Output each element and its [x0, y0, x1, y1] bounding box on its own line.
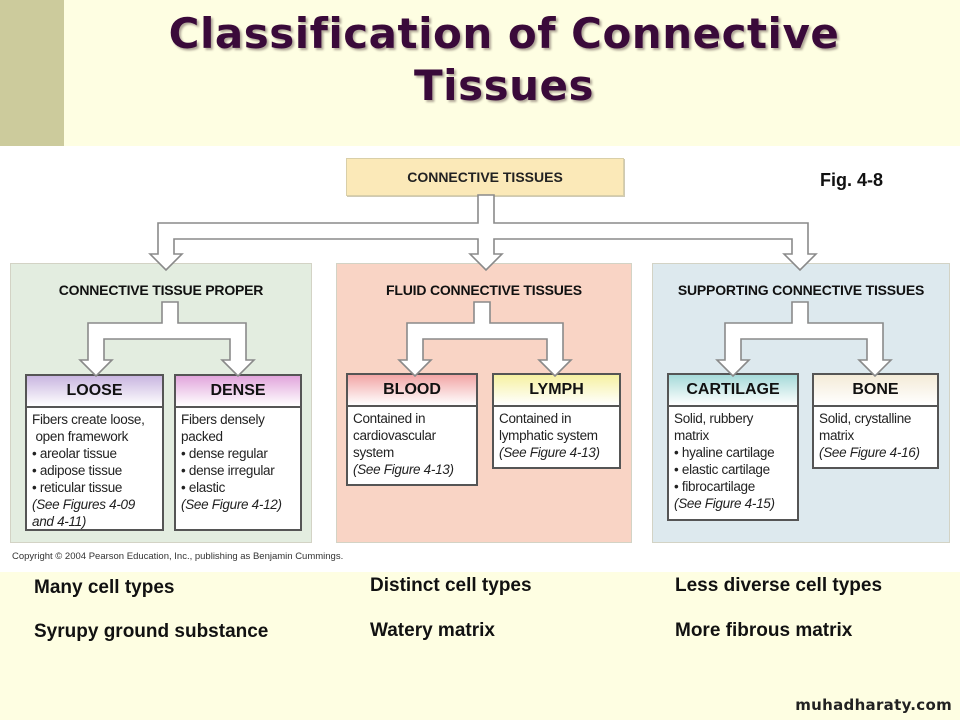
figure-reference: (See Figures 4-09 [32, 497, 135, 512]
card-dense: DENSE Fibers densely packed • dense regula… [174, 374, 302, 531]
card-bone: BONE Solid, crystalline matrix (See Figure… [812, 373, 939, 469]
card-header: CARTILAGE [669, 375, 797, 407]
card-line: open framework [32, 429, 129, 444]
card-loose: LOOSE Fibers create loose, open framewor… [25, 374, 164, 531]
figure-reference: (See Figure 4-16) [819, 445, 920, 460]
card-line: • fibrocartilage [674, 479, 755, 494]
card-body: Contained in lymphatic system (See Figure … [494, 407, 619, 464]
card-line: Contained in [353, 411, 426, 426]
copyright-text: Copyright © 2004 Pearson Education, Inc.… [12, 551, 344, 562]
card-line: • dense irregular [181, 463, 275, 478]
slide-title: Classification of Connective Tissues [64, 8, 944, 112]
note-proper-line1: Many cell types [34, 577, 175, 598]
card-header: BLOOD [348, 375, 476, 407]
figure-reference: and 4-11) [32, 514, 87, 529]
root-node-connective-tissues: CONNECTIVE TISSUES [346, 158, 624, 196]
card-line: • elastic cartilage [674, 462, 770, 477]
watermark: muhadharaty.com [795, 696, 952, 714]
card-line: Solid, crystalline [819, 411, 912, 426]
card-line: packed [181, 429, 223, 444]
card-header: BONE [814, 375, 937, 407]
figure-reference: (See Figure 4-13) [499, 445, 600, 460]
panel-title: FLUID CONNECTIVE TISSUES [386, 282, 582, 298]
figure-reference: (See Figure 4-13) [353, 462, 454, 477]
card-line: • dense regular [181, 446, 268, 461]
note-fluid-line1: Distinct cell types [370, 575, 532, 596]
card-line: • adipose tissue [32, 463, 122, 478]
card-header: DENSE [176, 376, 300, 408]
card-body: Solid, crystalline matrix (See Figure 4-16… [814, 407, 937, 464]
card-body: Solid, rubbery matrix • hyaline cartilage •… [669, 407, 797, 515]
figure-reference: (See Figure 4-15) [674, 496, 775, 511]
card-line: matrix [819, 428, 854, 443]
note-fluid-line2: Watery matrix [370, 620, 495, 641]
card-body: Fibers densely packed • dense regular • den… [176, 408, 300, 516]
note-proper-line2: Syrupy ground substance [34, 621, 269, 642]
card-blood: BLOOD Contained in cardiovascular system (S… [346, 373, 478, 486]
card-lymph: LYMPH Contained in lymphatic system (See F… [492, 373, 621, 469]
slide-title-line1: Classification of Connective [168, 9, 840, 58]
slide-title-line2: Tissues [414, 61, 594, 110]
card-header: LOOSE [27, 376, 162, 408]
card-line: system [353, 445, 394, 460]
card-line: • hyaline cartilage [674, 445, 775, 460]
card-line: • reticular tissue [32, 480, 123, 495]
figure-reference: (See Figure 4-12) [181, 497, 282, 512]
card-line: lymphatic system [499, 428, 598, 443]
card-line: Fibers create loose, [32, 412, 145, 427]
panel-title: CONNECTIVE TISSUE PROPER [58, 282, 264, 298]
card-line: • elastic [181, 480, 226, 495]
sidebar-accent-bar [0, 0, 64, 146]
card-cartilage: CARTILAGE Solid, rubbery matrix • hyaline … [667, 373, 799, 521]
card-line: • areolar tissue [32, 446, 117, 461]
card-line: Contained in [499, 411, 572, 426]
note-supporting-line1: Less diverse cell types [675, 575, 883, 596]
card-body: Fibers create loose, open framework • are… [27, 408, 162, 533]
card-header: LYMPH [494, 375, 619, 407]
card-line: Solid, rubbery [674, 411, 754, 426]
note-supporting-line2: More fibrous matrix [675, 620, 853, 641]
card-line: Fibers densely [181, 412, 265, 427]
figure-label: Fig. 4-8 [820, 170, 884, 190]
card-line: matrix [674, 428, 709, 443]
panel-title: SUPPORTING CONNECTIVE TISSUES [677, 282, 925, 298]
card-line: cardiovascular [353, 428, 436, 443]
card-body: Contained in cardiovascular system (See Fig… [348, 407, 476, 481]
